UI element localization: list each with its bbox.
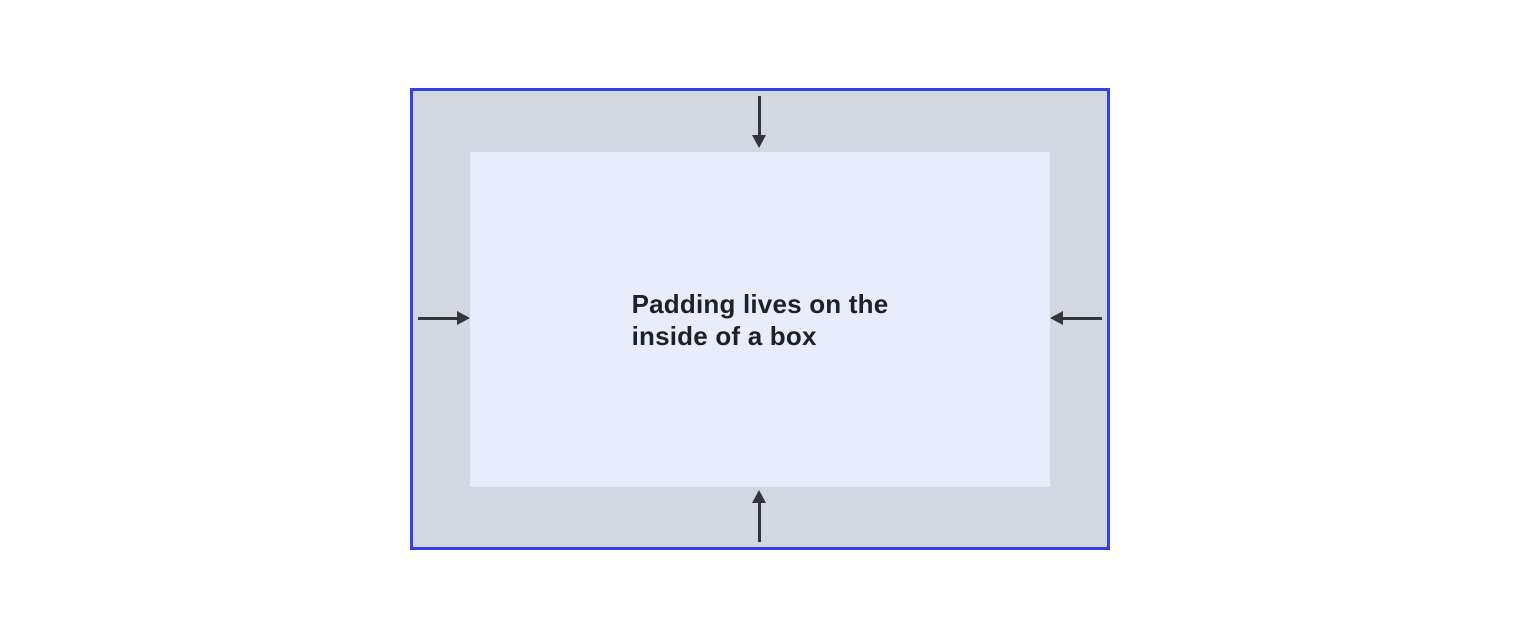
- arrow-up-icon: [752, 490, 768, 542]
- box-label-line1: Padding lives on the: [631, 288, 889, 319]
- arrow-shaft: [758, 96, 761, 137]
- arrow-shaft: [1061, 317, 1102, 320]
- arrow-head: [752, 490, 766, 503]
- box-label-line2: inside of a box: [631, 320, 817, 351]
- arrow-left-icon: [1050, 311, 1102, 327]
- box-label: Padding lives on the inside of a box: [632, 288, 889, 352]
- arrow-shaft: [418, 317, 459, 320]
- padding-box: Padding lives on the inside of a box: [410, 88, 1110, 550]
- arrow-down-icon: [752, 96, 768, 148]
- arrow-head: [752, 135, 766, 148]
- arrow-head: [1050, 311, 1063, 325]
- arrow-shaft: [758, 501, 761, 542]
- arrow-head: [457, 311, 470, 325]
- arrow-right-icon: [418, 311, 470, 327]
- content-box: Padding lives on the inside of a box: [470, 152, 1050, 487]
